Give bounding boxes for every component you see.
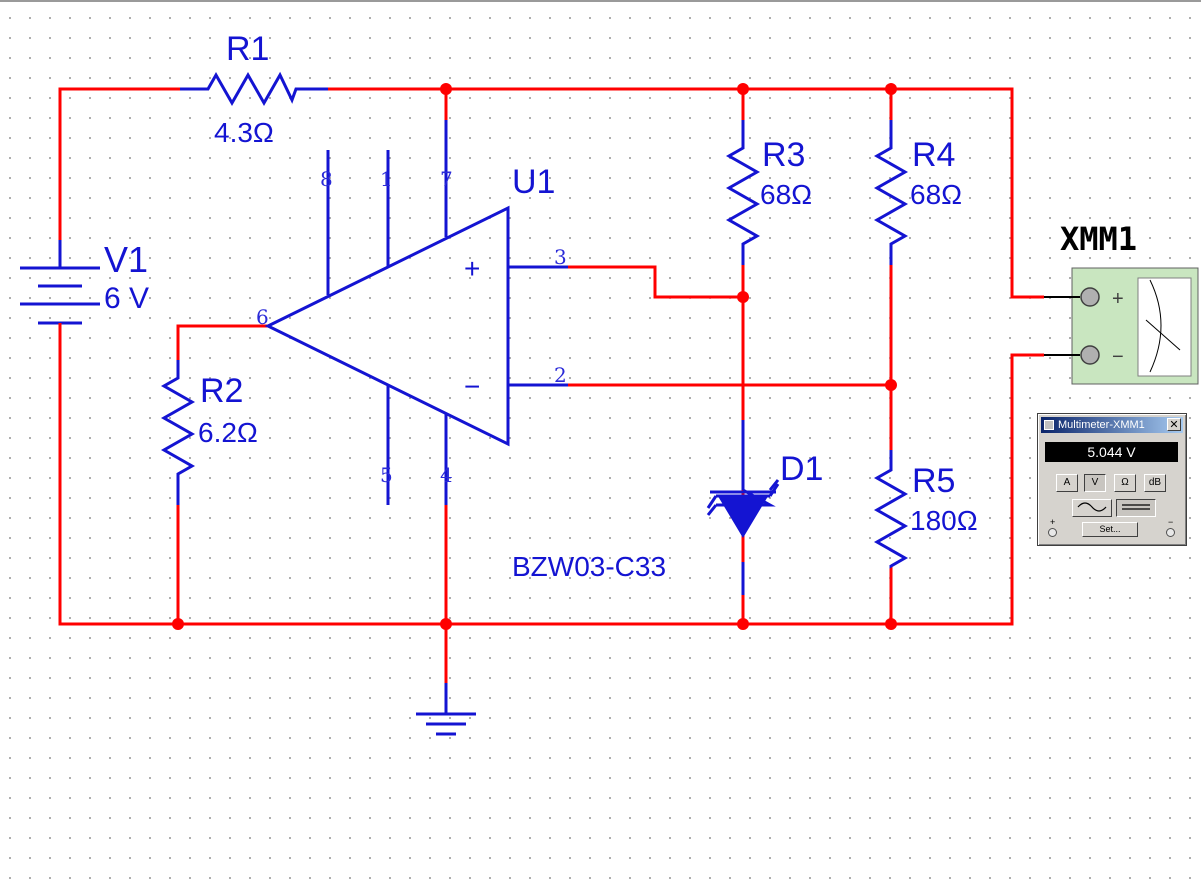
u1-pin-8: 8 bbox=[320, 167, 333, 191]
close-button[interactable]: ✕ bbox=[1167, 418, 1181, 431]
resistor-r1[interactable] bbox=[180, 71, 328, 107]
u1-pin-3: 3 bbox=[554, 245, 567, 269]
multimeter-xmm1-symbol[interactable]: + − bbox=[1044, 267, 1199, 385]
xmm1-minus-sign: − bbox=[1112, 346, 1124, 368]
xmm1-plus-sign: + bbox=[1112, 288, 1124, 310]
r1-value: 4.3Ω bbox=[214, 117, 274, 148]
panel-plus-terminal[interactable] bbox=[1048, 528, 1057, 537]
junction-dot bbox=[440, 83, 452, 95]
v1-ref: V1 bbox=[104, 239, 148, 280]
u1-pin-2: 2 bbox=[554, 363, 567, 387]
multimeter-reading: 5.044 V bbox=[1045, 442, 1178, 462]
resistor-r3[interactable] bbox=[725, 120, 761, 265]
panel-plus-sign: + bbox=[1050, 517, 1056, 527]
u1-pin-6: 6 bbox=[256, 305, 269, 329]
junction-dot bbox=[737, 83, 749, 95]
r5-value: 180Ω bbox=[910, 505, 978, 536]
r5-ref: R5 bbox=[912, 462, 955, 500]
resistor-r5[interactable] bbox=[873, 450, 909, 569]
zener-body bbox=[717, 495, 769, 538]
xmm1-minus-terminal[interactable] bbox=[1080, 345, 1100, 365]
opamp-u1[interactable] bbox=[264, 120, 568, 505]
r3-value: 68Ω bbox=[760, 179, 812, 210]
wire-v1-r1[interactable] bbox=[58, 87, 180, 240]
wire-r2-out[interactable] bbox=[176, 324, 268, 360]
junction-dot bbox=[172, 618, 184, 630]
resistor-r4[interactable] bbox=[873, 120, 909, 265]
wires bbox=[58, 87, 1044, 683]
zener-diode-d1[interactable] bbox=[706, 380, 780, 595]
resistor-r2[interactable] bbox=[160, 360, 196, 505]
d1-model: BZW03-C33 bbox=[512, 551, 666, 582]
wire-bottom-rail[interactable] bbox=[58, 325, 1044, 626]
r4-value: 68Ω bbox=[910, 179, 962, 210]
u1-ref: U1 bbox=[512, 163, 555, 201]
multimeter-app-icon bbox=[1044, 420, 1054, 430]
junction-dot bbox=[440, 618, 452, 630]
u1-minus-sign: − bbox=[464, 371, 480, 402]
mode-ohms-button[interactable]: Ω bbox=[1114, 474, 1136, 492]
ground-symbol[interactable] bbox=[416, 683, 476, 736]
xmm1-ref: XMM1 bbox=[1060, 220, 1137, 258]
panel-minus-sign: − bbox=[1168, 517, 1174, 527]
multimeter-title: Multimeter-XMM1 bbox=[1058, 419, 1145, 431]
d1-ref: D1 bbox=[780, 450, 823, 488]
v1-value: 6 V bbox=[104, 282, 149, 315]
r2-ref: R2 bbox=[200, 372, 243, 410]
dc-line-icon bbox=[1122, 504, 1150, 510]
panel-minus-terminal[interactable] bbox=[1166, 528, 1175, 537]
mode-db-button[interactable]: dB bbox=[1144, 474, 1166, 492]
junction-dot bbox=[885, 83, 897, 95]
mode-amps-button[interactable]: A bbox=[1056, 474, 1078, 492]
junction-dot bbox=[737, 291, 749, 303]
r1-ref: R1 bbox=[226, 30, 269, 68]
set-button[interactable]: Set... bbox=[1082, 522, 1138, 537]
battery-v1[interactable] bbox=[20, 240, 100, 360]
u1-pin-5: 5 bbox=[380, 463, 393, 487]
r4-ref: R4 bbox=[912, 136, 955, 174]
u1-pin-4: 4 bbox=[440, 463, 453, 487]
junction-dot bbox=[885, 618, 897, 630]
u1-plus-sign: + bbox=[464, 253, 480, 284]
u1-pin-7: 7 bbox=[440, 167, 453, 191]
mode-volts-button[interactable]: V bbox=[1084, 474, 1106, 492]
multimeter-titlebar[interactable]: Multimeter-XMM1 ✕ bbox=[1041, 417, 1183, 433]
r2-value: 6.2Ω bbox=[198, 417, 258, 448]
multimeter-panel[interactable]: Multimeter-XMM1 ✕ 5.044 V A V Ω dB Set..… bbox=[1037, 413, 1187, 546]
r3-ref: R3 bbox=[762, 136, 805, 174]
dc-mode-button[interactable] bbox=[1116, 499, 1156, 517]
u1-pin-1: 1 bbox=[380, 167, 393, 191]
junction-dot bbox=[737, 618, 749, 630]
xmm1-plus-terminal[interactable] bbox=[1080, 287, 1100, 307]
wire-pin3[interactable] bbox=[568, 265, 743, 299]
ac-mode-button[interactable] bbox=[1072, 499, 1112, 517]
wire-top-rail[interactable] bbox=[328, 87, 1044, 299]
sine-wave-icon bbox=[1077, 502, 1107, 512]
